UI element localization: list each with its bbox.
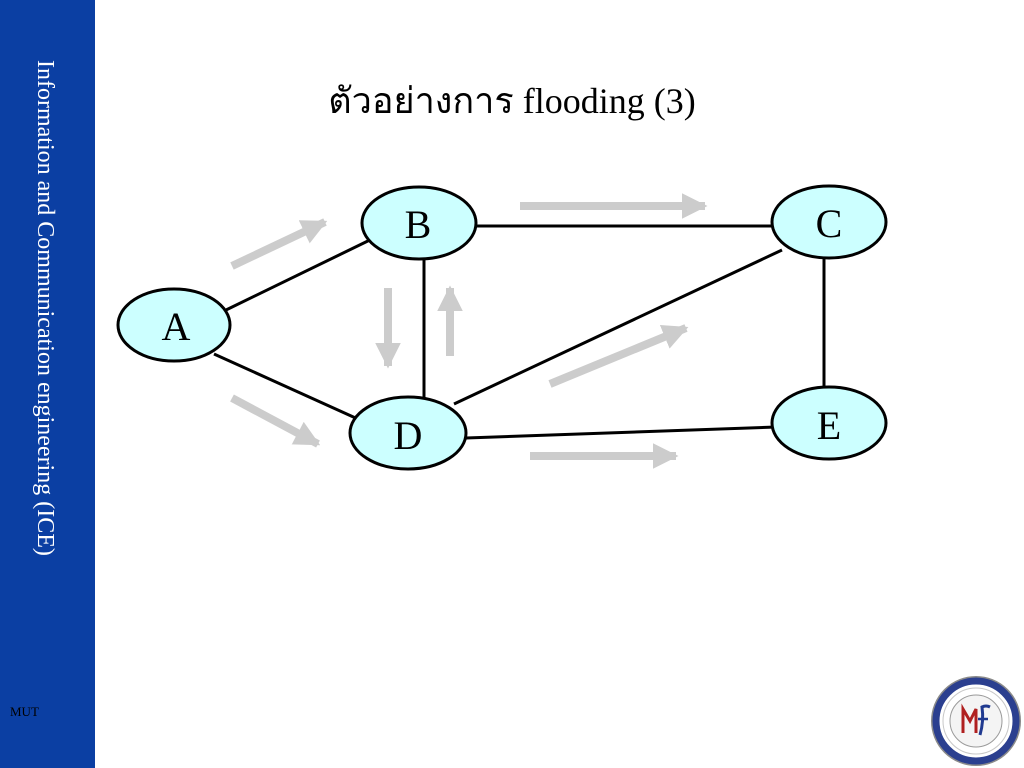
- sidebar: Information and Communication engineerin…: [0, 0, 95, 768]
- node-a: A: [116, 287, 232, 363]
- node-c-label: C: [816, 201, 843, 246]
- flood-arrow-a-d: [230, 394, 321, 448]
- edge-d-c: [453, 248, 783, 406]
- edge-d-e: [465, 425, 777, 440]
- flood-arrows: [230, 193, 708, 469]
- node-b-label: B: [405, 202, 432, 247]
- node-a-label: A: [162, 304, 191, 349]
- mut-label: MUT: [10, 704, 39, 719]
- node-d-label: D: [394, 413, 423, 458]
- edge-a-b: [225, 236, 375, 312]
- flood-arrow-a-b: [230, 218, 328, 270]
- edges: [213, 224, 826, 440]
- node-d: D: [348, 395, 468, 471]
- sidebar-title: Information and Communication engineerin…: [32, 60, 58, 556]
- university-seal-logo: [931, 676, 1021, 766]
- node-e: E: [770, 385, 888, 461]
- edge-a-d: [213, 352, 361, 422]
- node-b: B: [360, 185, 478, 261]
- flood-arrow-d-c: [548, 324, 689, 388]
- node-e-label: E: [817, 403, 841, 448]
- node-c: C: [770, 184, 888, 260]
- slide-title: ตัวอย่างการ flooding (3): [328, 81, 696, 121]
